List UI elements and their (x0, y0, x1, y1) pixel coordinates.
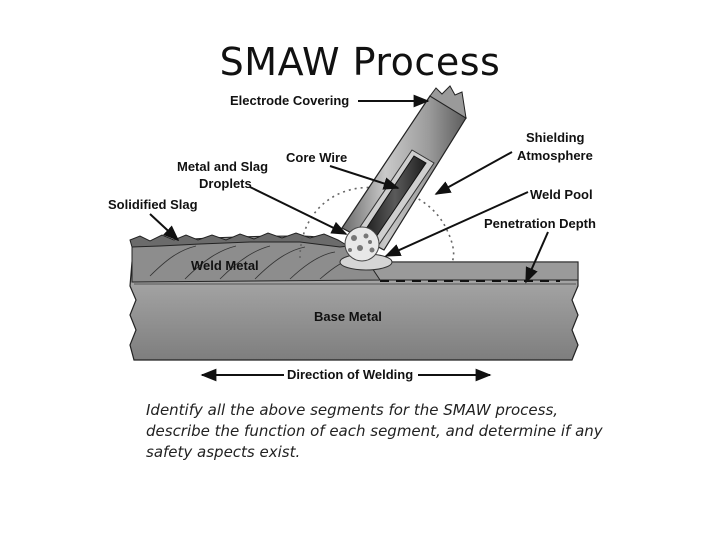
electrode (341, 85, 467, 251)
arrow-core-wire (329, 165, 400, 190)
label-droplets-1: Metal and Slag (177, 159, 268, 174)
leader-arrows (149, 94, 549, 382)
label-shielding-atmosphere-1: Shielding (526, 130, 585, 145)
arrow-shielding-atmosphere (434, 151, 513, 195)
metal-slag-droplets (344, 226, 380, 262)
label-droplets-2: Droplets (199, 176, 252, 191)
label-core-wire: Core Wire (286, 150, 347, 165)
arrow-weld-pool (384, 191, 529, 257)
label-shielding-atmosphere-2: Atmosphere (517, 148, 593, 163)
label-base-metal: Base Metal (314, 309, 382, 324)
arrow-penetration-depth (525, 231, 549, 284)
label-weld-pool: Weld Pool (530, 187, 593, 202)
label-electrode-covering: Electrode Covering (230, 93, 349, 108)
arrow-solidified-slag (149, 213, 180, 242)
arrow-droplets (249, 186, 348, 235)
label-solidified-slag: Solidified Slag (108, 197, 198, 212)
label-direction-of-welding: Direction of Welding (287, 367, 413, 382)
slide-caption: Identify all the above segments for the … (146, 401, 603, 461)
label-penetration-depth: Penetration Depth (484, 216, 596, 231)
slide-title: SMAW Process (219, 40, 501, 84)
label-weld-metal: Weld Metal (191, 258, 259, 273)
